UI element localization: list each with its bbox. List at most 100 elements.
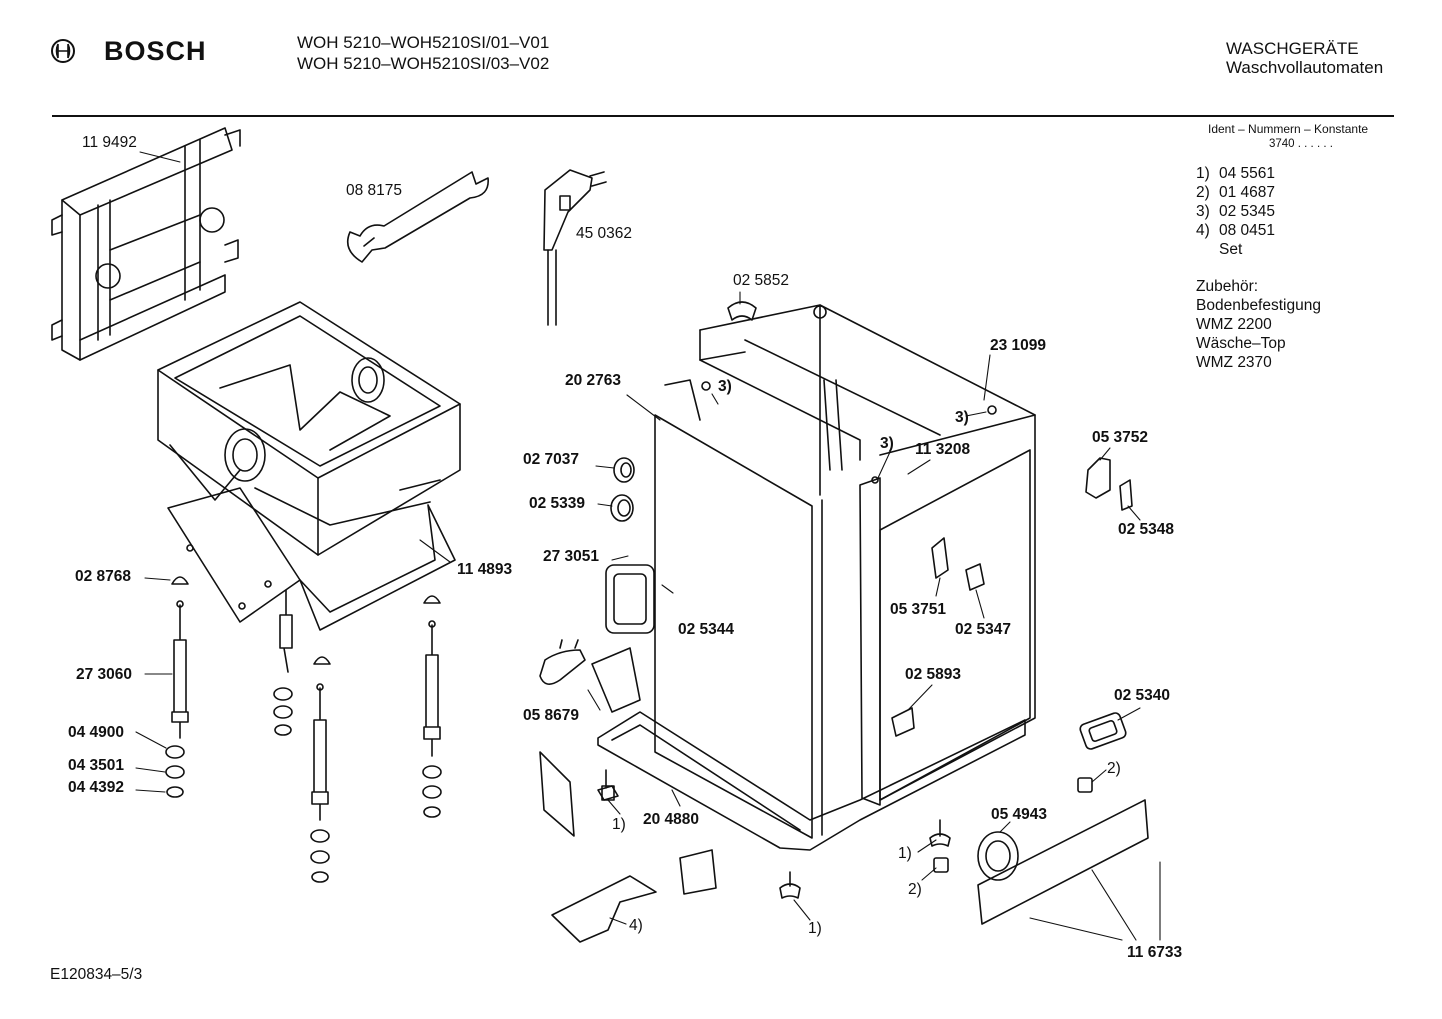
part-label-043501: 04 3501: [68, 757, 125, 774]
ref-number: 4): [1196, 222, 1210, 239]
ref-marker-1: 1): [808, 920, 822, 937]
part-label-025852: 02 5852: [733, 272, 790, 289]
latch: [892, 708, 914, 736]
mounting-frame: [52, 128, 240, 360]
knob: [614, 458, 634, 482]
part-label-116733: 11 6733: [1127, 944, 1183, 961]
part-label-053751: 05 3751: [890, 601, 947, 618]
small-bracket: [966, 564, 984, 590]
shock-absorber: [312, 684, 328, 820]
part-label-027037: 02 7037: [523, 451, 580, 468]
part-label-025340: 02 5340: [1114, 687, 1171, 704]
model-line-1: WOH 5210–WOH5210SI/01–V01: [297, 33, 550, 52]
part-label-202763: 20 2763: [565, 372, 622, 389]
angle-bracket: [680, 850, 716, 894]
ref-marker-1: 1): [612, 816, 626, 833]
washer-stack: [166, 688, 441, 882]
damper-cap: [314, 657, 330, 664]
part-label-044900: 04 4900: [68, 724, 125, 741]
wrench: [348, 172, 488, 262]
part-label-053752: 05 3752: [1092, 429, 1149, 446]
accessory-line: Bodenbefestigung: [1196, 297, 1321, 314]
power-plug: [544, 170, 606, 325]
clip: [728, 302, 756, 320]
knob: [611, 495, 633, 521]
model-line-2: WOH 5210–WOH5210SI/03–V02: [297, 54, 550, 73]
ref-marker-1: 1): [898, 845, 912, 862]
drawing-id: E120834–5/3: [50, 966, 143, 983]
base-frame: [598, 712, 1025, 850]
detergent-housing: [158, 302, 460, 555]
floor-plate: [552, 876, 656, 942]
angle-bracket: [540, 752, 574, 836]
part-label-054943: 05 4943: [991, 806, 1048, 823]
accessory-line: Wäsche–Top: [1196, 335, 1286, 352]
part-label-273060: 27 3060: [76, 666, 133, 683]
cabinet-frame: [700, 305, 1035, 800]
part-label-025348: 02 5348: [1118, 521, 1175, 538]
kick-plate: [978, 800, 1148, 924]
ref-marker-2: 2): [1107, 760, 1121, 777]
ident-value: 3740 . . . . . .: [1269, 138, 1333, 150]
switch-bracket: [1086, 458, 1110, 498]
ref-code: 02 5345: [1219, 203, 1276, 220]
ref-number: 1): [1196, 165, 1210, 182]
part-label-025344: 02 5344: [678, 621, 735, 638]
part-label-114893: 11 4893: [457, 561, 513, 578]
part-label-025893: 02 5893: [905, 666, 962, 683]
ref-code: 01 4687: [1219, 184, 1276, 201]
small-bracket: [1120, 480, 1132, 510]
ref-number: 2): [1196, 184, 1210, 201]
porthole-seal: [978, 832, 1018, 880]
part-label-025347: 02 5347: [955, 621, 1012, 638]
ref-marker-3: 3): [880, 435, 894, 452]
part-label-231099: 23 1099: [990, 337, 1047, 354]
ref-code: 04 5561: [1219, 165, 1276, 182]
ref-marker-3: 3): [718, 378, 732, 395]
part-label-025339: 02 5339: [529, 495, 586, 512]
damper-cap: [172, 577, 188, 584]
ref-marker-4: 4): [629, 917, 643, 934]
part-label-028768: 02 8768: [75, 568, 132, 585]
ref-number: 3): [1196, 203, 1210, 220]
shock-absorber: [280, 590, 292, 672]
bosch-logo-icon: [50, 38, 76, 64]
brand-name: BOSCH: [104, 36, 207, 66]
damper-cap: [424, 596, 440, 603]
side-panel-left: [655, 380, 822, 838]
ref-marker-3: 3): [955, 409, 969, 426]
accessory-line: WMZ 2370: [1196, 354, 1272, 371]
ref-set: Set: [1219, 241, 1243, 258]
shock-absorber: [424, 621, 440, 756]
adjustable-foot: [930, 820, 950, 846]
part-label-088175: 08 8175: [346, 182, 403, 199]
accessory-line: WMZ 2200: [1196, 316, 1272, 333]
adjustable-foot: [598, 770, 618, 800]
tub-bracket: [168, 488, 455, 630]
foot-pad: [1078, 778, 1092, 792]
adjustable-foot: [780, 872, 800, 898]
category-line-1: WASCHGERÄTE: [1226, 39, 1359, 58]
cable-assembly: [540, 640, 640, 712]
ident-heading: Ident – Nummern – Konstante: [1208, 122, 1369, 136]
part-label-113208: 11 3208: [915, 441, 971, 458]
part-label-450362: 45 0362: [576, 225, 633, 242]
door-latch: [1079, 712, 1127, 751]
shock-absorber: [172, 601, 188, 738]
ref-code: 08 0451: [1219, 222, 1276, 239]
leader-lines: [136, 292, 1160, 940]
foot-pad: [934, 858, 948, 872]
ref-marker-2: 2): [908, 881, 922, 898]
part-label-058679: 05 8679: [523, 707, 580, 724]
side-panel-right: [860, 406, 1030, 805]
part-label-044392: 04 4392: [68, 779, 125, 796]
part-label-119492: 11 9492: [82, 134, 137, 151]
part-label-204880: 20 4880: [643, 811, 700, 828]
part-label-273051: 27 3051: [543, 548, 600, 565]
door-hinge: [606, 565, 654, 633]
switch-bracket: [932, 538, 948, 578]
accessory-line: Zubehör:: [1196, 278, 1259, 295]
category-line-2: Waschvollautomaten: [1226, 58, 1384, 77]
header-divider: [52, 115, 1394, 117]
